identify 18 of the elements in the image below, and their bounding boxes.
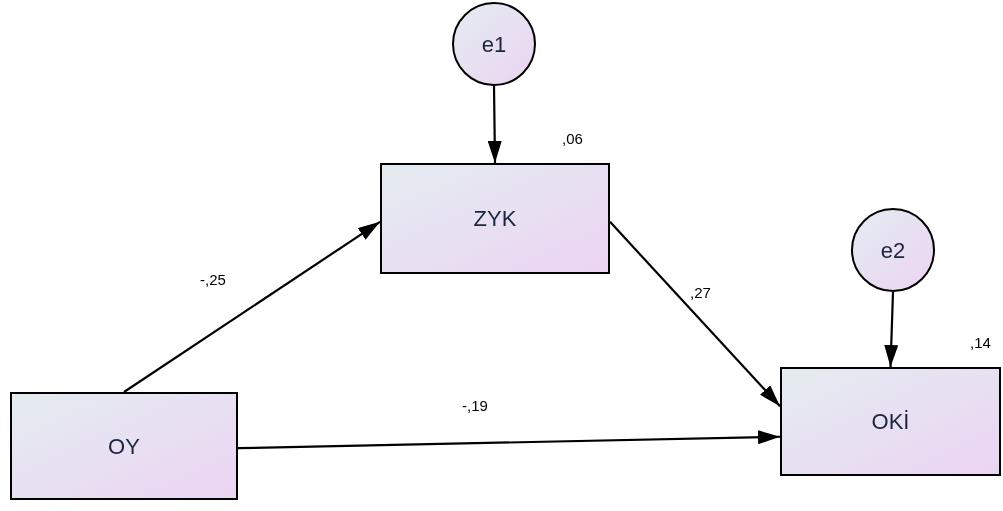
r-squared-value: ,06: [562, 131, 583, 146]
arrow: [487, 86, 502, 163]
node-label: OY: [108, 432, 140, 461]
arrow: [609, 221, 781, 407]
r-squared-value: ,14: [970, 335, 991, 350]
node-label: ZYK: [473, 205, 517, 233]
arrow: [123, 220, 381, 393]
edge-label: -,25: [200, 272, 226, 287]
node-label: e1: [481, 30, 507, 59]
edge-label: -,19: [462, 398, 488, 413]
arrow: [884, 291, 899, 368]
edge-label: ,27: [690, 285, 711, 300]
node-label: OKİ: [871, 408, 910, 436]
node-label: e2: [880, 236, 906, 265]
variable-box: [780, 367, 1001, 476]
arrow: [237, 430, 781, 450]
variable-box: [10, 392, 238, 500]
variable-box: [380, 163, 610, 274]
